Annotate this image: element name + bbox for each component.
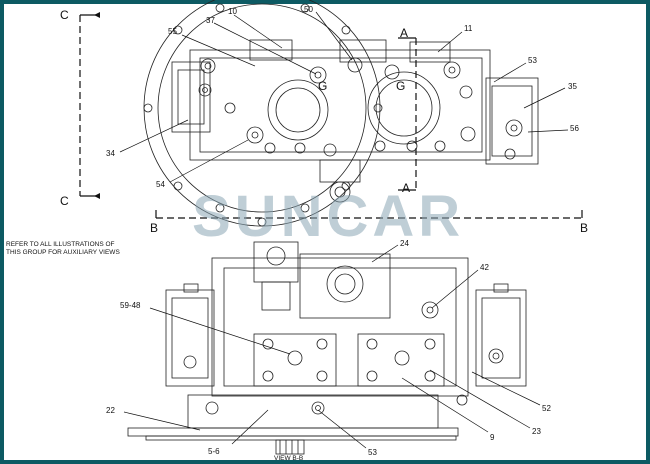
- callout-56: 56: [570, 124, 579, 133]
- callout-35: 35: [568, 82, 577, 91]
- left-regulator: [171, 61, 211, 133]
- right-regulator-side: [475, 289, 527, 387]
- pump-body-side: [211, 257, 469, 397]
- right-pump-bore: [367, 71, 441, 145]
- left-regulator-side: [165, 289, 215, 387]
- pump-housing-inner: [157, 3, 367, 213]
- section-a-top: A: [400, 26, 408, 40]
- top-callout-leaders: [119, 11, 569, 183]
- section-c-top: C: [60, 8, 69, 22]
- section-c-bottom: C: [60, 194, 69, 208]
- callout-50: 50: [304, 5, 313, 14]
- bottom-view: [127, 241, 527, 455]
- section-a-bottom: A: [402, 181, 410, 195]
- section-c-line: [79, 12, 100, 199]
- left-flange: [253, 333, 337, 387]
- section-g-left: G: [318, 79, 327, 93]
- bottom-callout-leaders: [123, 244, 541, 449]
- section-b-line: [155, 210, 583, 219]
- callout-52: 52: [542, 404, 551, 413]
- note-line-2: THIS GROUP FOR AUXILIARY VIEWS: [6, 249, 120, 256]
- callout-5-6: 5-6: [208, 447, 220, 456]
- callout-9: 9: [490, 433, 495, 442]
- callout-59-48: 59-48: [120, 301, 141, 310]
- callout-53-top: 53: [528, 56, 537, 65]
- drive-shaft: [275, 439, 305, 455]
- callout-24: 24: [400, 239, 409, 248]
- watermark-text: SUNCAR: [192, 184, 464, 249]
- top-view: [143, 0, 539, 227]
- section-a-line: [398, 37, 417, 191]
- base-plate: [127, 427, 459, 437]
- callout-37: 37: [206, 16, 215, 25]
- top-port-block: [299, 253, 391, 319]
- callout-22: 22: [106, 406, 115, 415]
- fittings-top: [224, 57, 476, 157]
- right-flange: [357, 333, 445, 387]
- note-line-1: REFER TO ALL ILLUSTRATIONS OF: [6, 241, 115, 248]
- callout-34: 34: [106, 149, 115, 158]
- right-regulator: [485, 77, 539, 165]
- section-g-right: G: [396, 79, 405, 93]
- callout-42: 42: [480, 263, 489, 272]
- callout-11: 11: [464, 24, 473, 33]
- section-b-left: B: [150, 221, 158, 235]
- callout-54: 54: [156, 180, 165, 189]
- callout-53-bottom: 53: [368, 448, 377, 457]
- callout-10: 10: [228, 7, 237, 16]
- callout-55: 55: [168, 27, 177, 36]
- callout-23: 23: [532, 427, 541, 436]
- left-pump-bore: [267, 79, 329, 141]
- view-label: VIEW B-B: [274, 455, 303, 462]
- section-b-right: B: [580, 221, 588, 235]
